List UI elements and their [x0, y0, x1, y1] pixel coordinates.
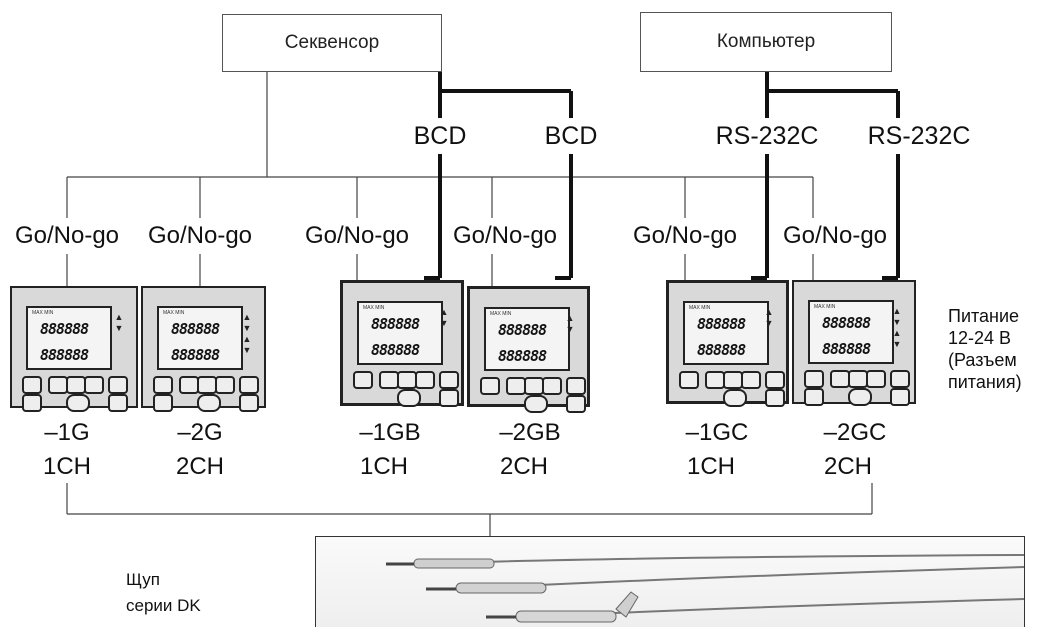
bcd-label-2: BCD	[544, 122, 598, 150]
channel-label-2g: 2CH	[175, 453, 225, 480]
channel-label-1gb: 1CH	[359, 453, 409, 480]
power-line-2: 12-24 В	[948, 328, 1012, 348]
gonogo-label-1: Go/No-go	[14, 222, 120, 249]
model-label-1g: –1G	[44, 419, 90, 446]
probe-label: Щуп серии DK	[126, 567, 201, 619]
rs232c-label-1: RS-232C	[715, 122, 819, 150]
gonogo-label-5: Go/No-go	[632, 222, 738, 249]
model-label-2gb: –2GB	[499, 419, 561, 446]
probe-line-2: серии DK	[126, 596, 201, 615]
probe-photo	[315, 536, 1025, 627]
channel-label-2gb: 2CH	[499, 453, 549, 480]
channel-label-2gc: 2CH	[823, 453, 873, 480]
power-line-3: (Разъем	[948, 350, 1017, 370]
probe-illustration	[386, 554, 1024, 623]
channel-label-1gc: 1CH	[686, 453, 736, 480]
gonogo-label-3: Go/No-go	[304, 222, 410, 249]
rs232c-label-2: RS-232C	[867, 122, 971, 150]
gonogo-label-6: Go/No-go	[782, 222, 888, 249]
power-note: Питание 12-24 В (Разъем питания)	[948, 305, 1022, 393]
computer-label: Компьютер	[716, 31, 816, 52]
probe-line-1: Щуп	[126, 570, 161, 589]
model-label-2g: –2G	[177, 419, 223, 446]
channel-label-1g: 1CH	[42, 453, 92, 480]
gonogo-label-2: Go/No-go	[147, 222, 253, 249]
power-line-1: Питание	[948, 306, 1020, 326]
bcd-label-1: BCD	[413, 122, 467, 150]
sequencer-box: Секвенсор	[222, 14, 442, 72]
computer-box: Компьютер	[640, 12, 892, 72]
model-label-2gc: –2GC	[823, 419, 887, 446]
model-label-1gb: –1GB	[359, 419, 421, 446]
sequencer-label: Секвенсор	[284, 32, 380, 53]
gonogo-label-4: Go/No-go	[452, 222, 558, 249]
power-line-4: питания)	[948, 372, 1022, 392]
model-label-1gc: –1GC	[685, 419, 749, 446]
